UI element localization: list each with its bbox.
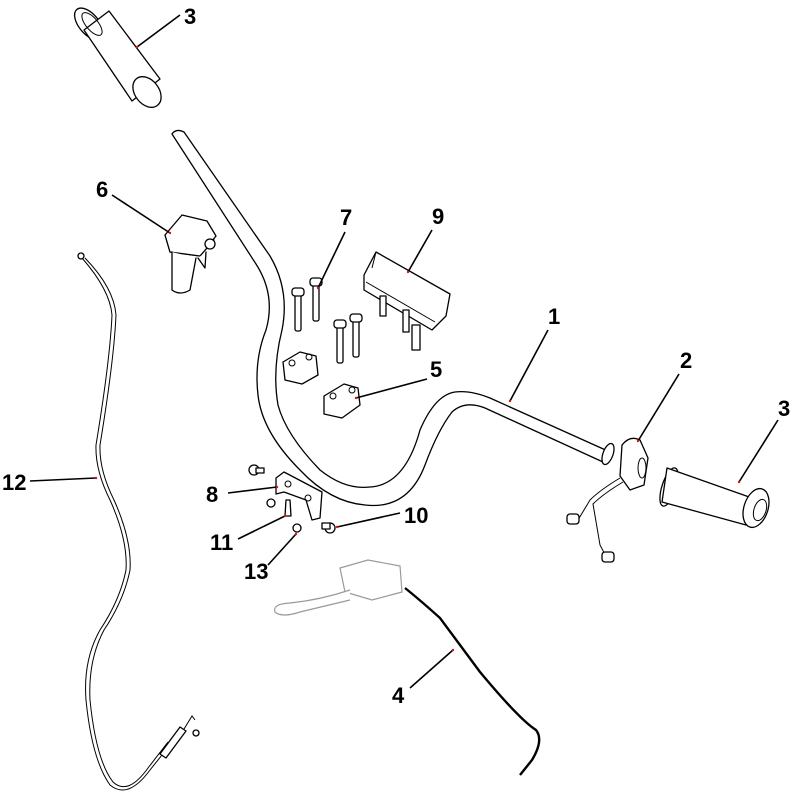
bolt[interactable] [321,522,336,534]
callout-5: 5 [430,357,442,382]
callout-10: 10 [404,503,428,528]
callout-8: 8 [206,482,218,507]
callout-7: 7 [340,205,352,230]
indicator-unit[interactable] [363,251,451,351]
callout-3-left: 3 [184,4,196,29]
clamp-bolts[interactable] [291,277,363,364]
leader-lines [29,14,779,689]
clutch-lever-cable[interactable] [273,559,541,776]
right-switch-housing[interactable] [566,437,649,563]
callout-3-right: 3 [778,396,790,421]
callout-11: 11 [210,530,233,555]
handlebar-clamp[interactable] [282,351,361,419]
callout-2: 2 [680,348,692,373]
throttle-cable[interactable] [77,252,200,791]
callout-13: 13 [244,559,268,584]
callout-1: 1 [548,304,560,329]
grip-right[interactable] [656,466,773,531]
callout-4: 4 [392,683,405,708]
callout-6: 6 [96,177,108,202]
screw[interactable] [284,499,292,517]
nut[interactable] [266,498,302,533]
callout-9: 9 [432,204,444,229]
handlebar[interactable] [171,129,616,507]
bracket[interactable] [275,471,323,521]
grip-left[interactable] [69,3,167,113]
callout-markers [94,45,741,652]
bolt-top[interactable] [248,464,265,476]
callout-12: 12 [2,470,26,495]
left-switch-housing[interactable] [164,214,217,294]
